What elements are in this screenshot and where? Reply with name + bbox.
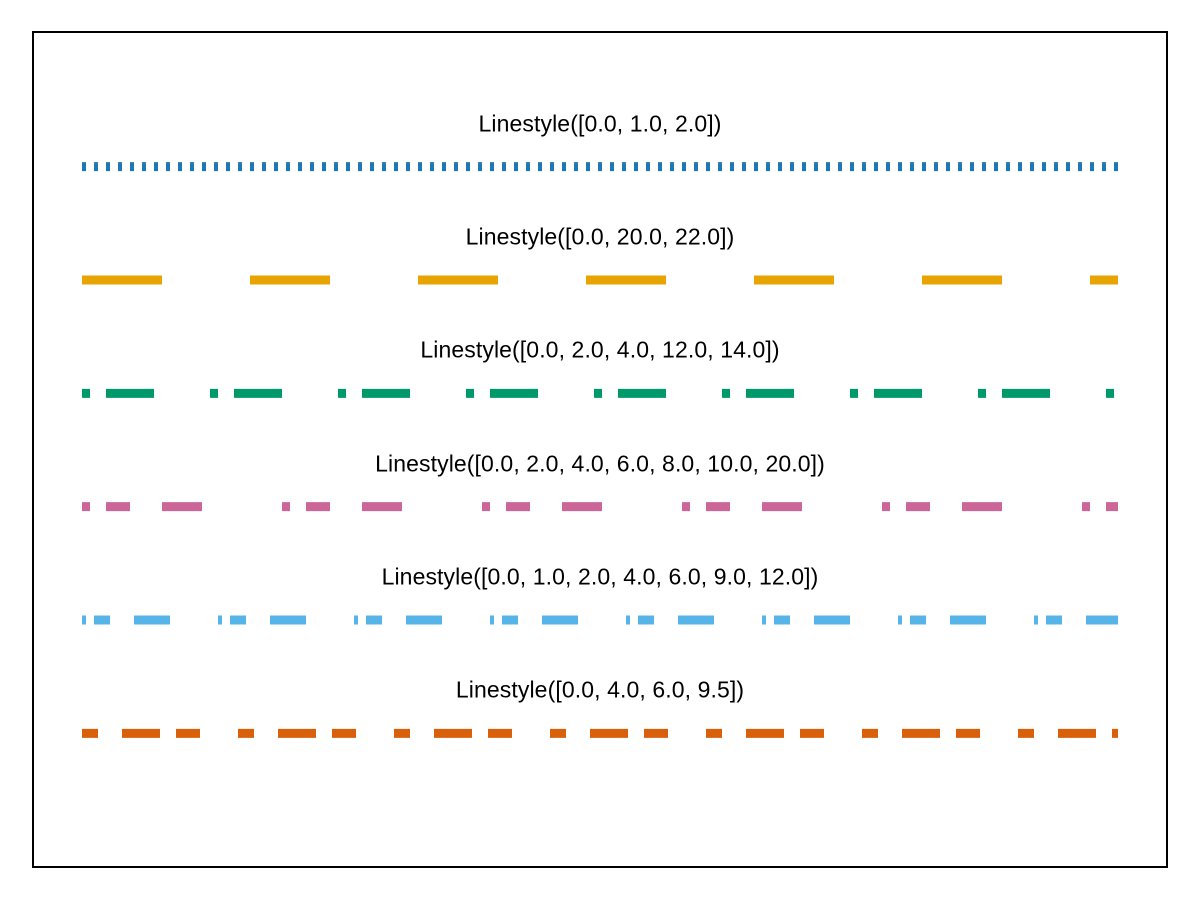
linestyle-label-orange: Linestyle([0.0, 4.0, 6.0, 9.5]) [455,676,745,703]
linestyle-label-green: Linestyle([0.0, 2.0, 4.0, 12.0, 14.0]) [420,336,780,363]
linestyle-label-blue: Linestyle([0.0, 1.0, 2.0]) [478,110,722,137]
linestyle-label-light-blue: Linestyle([0.0, 1.0, 2.0, 4.0, 6.0, 9.0,… [381,563,819,590]
linestyle-label-pink: Linestyle([0.0, 2.0, 4.0, 6.0, 8.0, 10.0… [375,450,825,477]
linestyle-label-gold: Linestyle([0.0, 20.0, 22.0]) [465,223,735,250]
